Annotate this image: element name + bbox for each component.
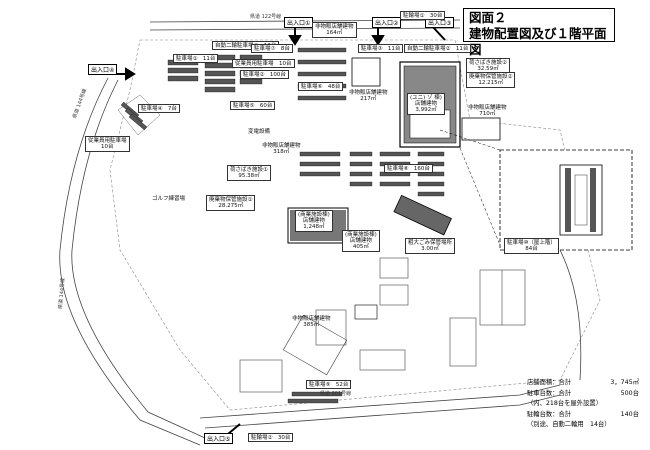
- parking-lot-9: [287, 391, 343, 404]
- label-bike1: 駐輪場① 30台: [400, 11, 446, 21]
- bottom-road-line: [199, 384, 561, 419]
- label-moto2: 自動二輪駐車場② 11台: [404, 44, 472, 54]
- label-parking2: 駐車場② 100台: [240, 70, 289, 80]
- label-parking6: 駐車場⑥ 48台: [298, 82, 344, 92]
- label-parking5: 駐車場⑤ 60台: [230, 101, 276, 111]
- label-staff-parking1: 従業員用駐車場 10台: [232, 59, 295, 69]
- nonshop-building-2: [351, 57, 381, 87]
- label-parking-roof: 駐車場⑩（屋上階）84台: [504, 238, 559, 254]
- label-parking3: 駐車場③ 11台: [358, 44, 404, 54]
- sports-courts: [239, 257, 526, 393]
- parking-lot-6: [297, 47, 347, 101]
- inset-detail-box: [439, 129, 633, 251]
- road-top: 県道 122号線: [250, 14, 282, 20]
- summary-row: （内、218台を屋外設置）: [527, 400, 602, 408]
- label-station: 変電設備: [248, 128, 271, 135]
- label-parking7: 駐車場⑦ 8台: [251, 44, 293, 54]
- entrance-1: 出入口①: [284, 17, 314, 28]
- label-bike2: 駐輪場② 30台: [248, 433, 294, 443]
- drawing-title: 図面２ 建物配置図及び１階平面図: [463, 8, 615, 57]
- entrance-arrows: [112, 24, 446, 435]
- site-boundary: [109, 39, 601, 411]
- east-road-line: [559, 249, 582, 381]
- entrance-5: 出入口⑤: [204, 433, 234, 444]
- commercial-building-2: [393, 194, 452, 236]
- label-parking9: 駐車場⑨ 52台: [306, 380, 352, 390]
- label-parking1: 駐車場① 11台: [173, 54, 219, 64]
- entrance-2: 出入口②: [372, 17, 402, 28]
- left-road-line: [59, 77, 201, 446]
- title-line-2: 建物配置図及び１階平面図: [469, 26, 607, 57]
- entrance-4: 出入口④: [88, 64, 118, 75]
- label-parking8: 駐車場⑧ 160台: [384, 164, 433, 174]
- summary-row: （別途、自動二輪用 14台）: [527, 421, 611, 429]
- staff-parking-west: [117, 94, 161, 136]
- label-golf: ゴルフ練習場: [152, 195, 186, 202]
- nonshop-building-4: [461, 117, 501, 141]
- label-parking4: 駐車場④ 7台: [138, 104, 180, 114]
- title-line-1: 図面２: [469, 10, 507, 25]
- parking-lot-8: [299, 151, 445, 197]
- nonshop-building-5: [354, 304, 378, 320]
- left-road-line-2: [71, 79, 206, 439]
- road-bottom: 県道 201号線: [320, 391, 352, 397]
- top-road-line-2: [149, 27, 461, 31]
- bottom-road-line-2: [204, 394, 561, 429]
